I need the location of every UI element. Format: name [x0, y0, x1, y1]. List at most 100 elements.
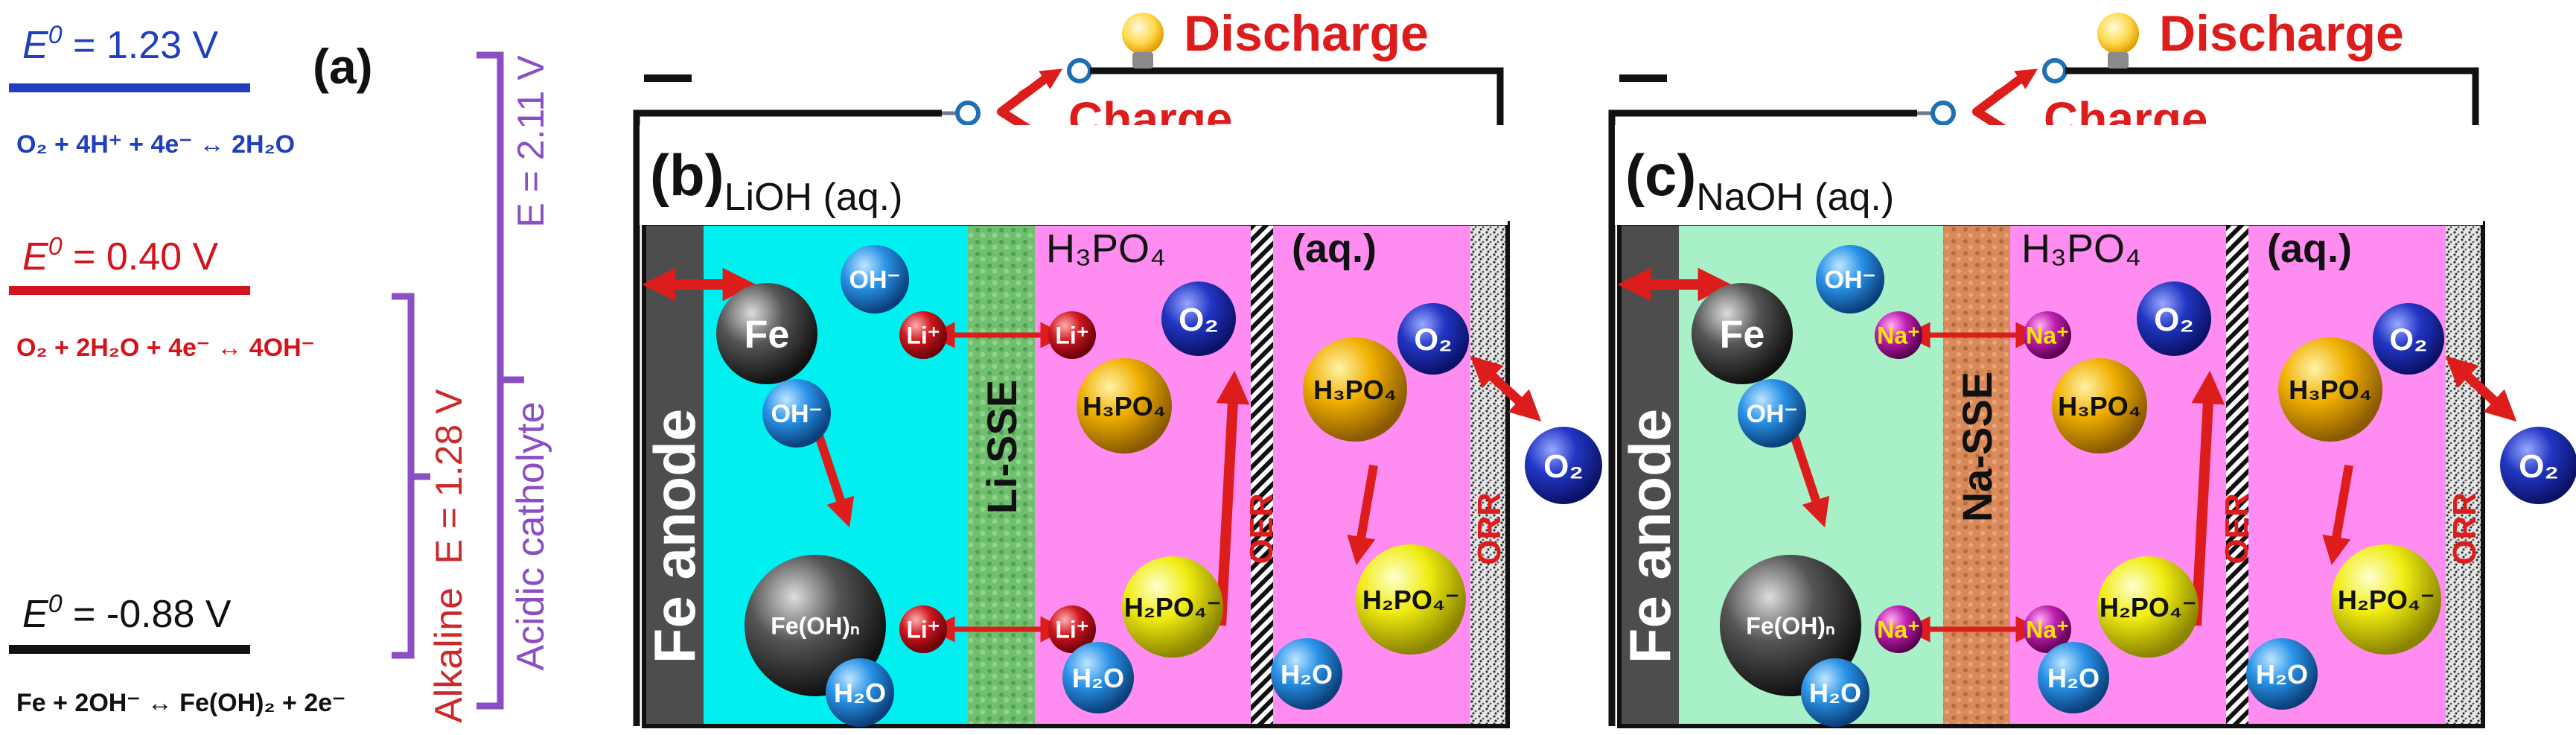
bracket-acidic-voltage: E = 2.11 V [510, 55, 552, 228]
fe-atom: Fe [716, 283, 817, 384]
o2-right-in: O₂ [1397, 303, 1469, 375]
anolyte-label: LiOH (aq.) [724, 176, 903, 219]
cation-right-bottom-sphere [2024, 605, 2071, 653]
anode-label: Fe anode [1617, 409, 1683, 664]
h2po4-right-sphere [2331, 544, 2441, 655]
o2-left: O₂ [2137, 281, 2211, 356]
header-band [1615, 125, 2483, 225]
h2o-anolyte: H₂O [826, 658, 894, 727]
o2-outside-sphere [2500, 427, 2576, 504]
h2o-anolyte-text: H₂O [834, 678, 886, 708]
h3po4-left-sphere [1077, 358, 1172, 454]
h3po4-right-sphere [1303, 337, 1407, 442]
cation-right-bottom: Li⁺ [1048, 605, 1096, 653]
h2po4-left-sphere [1122, 556, 1223, 658]
discharge-label: Discharge [2159, 5, 2404, 62]
catholyte-label-right: (aq.) [1292, 226, 1377, 271]
lightbulb-icon [2097, 13, 2139, 69]
h2o-right-text: H₂O [2256, 659, 2308, 690]
level-neg-0-88-label: E0 = -0.88 V [22, 590, 232, 636]
oh-ion-mid-sphere [1738, 379, 1806, 448]
panel-header: (c)NaOH (aq.) [1625, 142, 1894, 219]
level-1-23-label: E0 = 1.23 V [22, 21, 219, 67]
feoh-cluster-text: Fe(OH)ₙ [1746, 613, 1834, 640]
h2po4-left-text: H₂PO₄⁻ [2100, 592, 2196, 623]
panel-a-label: (a) [313, 39, 373, 94]
discharge-terminal [1067, 58, 1092, 83]
cation-left-top: Na⁺ [1875, 311, 1922, 359]
cation-right-top: Li⁺ [1048, 311, 1096, 359]
o2-outside-text: O₂ [1543, 448, 1584, 485]
h2o-left-sphere [2038, 642, 2109, 713]
o2-outside-text: O₂ [2519, 448, 2559, 485]
level-neg-0-88-reaction: Fe + 2OH⁻ ↔ Fe(OH)₂ + 2e⁻ [16, 689, 345, 717]
cation-left-top-sphere [899, 311, 947, 359]
cation-left-top-sphere [1875, 311, 1922, 359]
h2o-left: H₂O [2038, 642, 2109, 713]
fe-atom-sphere [1692, 283, 1793, 384]
bracket-acidic [476, 51, 504, 710]
h3po4-left: H₃PO₄ [2052, 358, 2147, 454]
feoh-cluster-text: Fe(OH)ₙ [771, 613, 859, 640]
cation-right-top-sphere [1048, 311, 1096, 359]
oh-ion-mid-text: OH⁻ [1747, 400, 1798, 428]
cation-left-top-text: Na⁺ [1877, 322, 1920, 349]
h2o-left-sphere [1062, 642, 1134, 713]
o2-left: O₂ [1161, 281, 1236, 356]
sse-membrane [968, 223, 1035, 726]
level-neg-0-88-line [9, 645, 250, 654]
discharge-terminal [2042, 58, 2068, 83]
h2po4-right: H₂PO₄⁻ [2331, 544, 2441, 655]
catholyte-label-left: H₃PO₄ [2021, 226, 2141, 271]
h2po4-left: H₂PO₄⁻ [2097, 556, 2199, 658]
h3po4-left-sphere [2052, 358, 2147, 454]
h3po4-right-text: H₃PO₄ [2289, 375, 2372, 405]
oer-up-arrow [1216, 370, 1250, 626]
catholyte-down-arrow [1347, 464, 1378, 565]
o2-right-in-text: O₂ [1414, 322, 1452, 357]
oer-label: OER [1243, 493, 1280, 564]
h2po4-right-text: H₂PO₄⁻ [1362, 585, 1459, 615]
h2o-left: H₂O [1062, 642, 1134, 713]
panel-header: (b)LiOH (aq.) [650, 142, 902, 219]
cation-left-top: Li⁺ [899, 311, 947, 359]
fe-atom-sphere [716, 283, 817, 384]
cation-right-top-text: Li⁺ [1055, 322, 1088, 349]
orr-label: ORR [2446, 492, 2483, 565]
anolyte-label: NaOH (aq.) [1696, 176, 1894, 219]
cation-left-bottom-sphere [1875, 605, 1922, 653]
o2-right-in-text: O₂ [2389, 322, 2427, 357]
catholyte-label-right: (aq.) [2267, 226, 2352, 271]
cation-right-top-text: Na⁺ [2026, 322, 2069, 349]
negative-terminal-sign [644, 74, 692, 82]
h2po4-left: H₂PO₄⁻ [1122, 556, 1223, 658]
bracket-alkaline [392, 293, 415, 659]
o2-left-text: O₂ [1179, 302, 1219, 338]
h2o-right-sphere [2246, 638, 2318, 710]
fe-atom: Fe [1692, 283, 1793, 384]
oh-ion-mid: OH⁻ [762, 379, 831, 448]
h2o-left-text: H₂O [2047, 663, 2100, 693]
panel-label: (c) [1625, 142, 1696, 208]
orr-electrode [2446, 223, 2483, 726]
discharge-label: Discharge [1184, 5, 1429, 62]
negative-terminal-sign [1619, 74, 1667, 82]
cation-right-bottom-sphere [1048, 605, 1096, 653]
oh-ion-top: OH⁻ [841, 245, 909, 314]
membrane-label: Na-SSE [1954, 372, 2000, 522]
o2-left-sphere [1161, 281, 1236, 356]
h2po4-right: H₂PO₄⁻ [1356, 544, 1466, 655]
switch-arrow-up [1993, 69, 2038, 98]
h3po4-left-text: H₃PO₄ [2058, 391, 2141, 421]
o2-right-in-sphere [1397, 303, 1469, 375]
o2-right-in-sphere [2373, 303, 2444, 375]
h3po4-right: H₃PO₄ [1303, 337, 1407, 442]
orr-out-arrow [1470, 355, 1542, 422]
panel-label: (b) [650, 142, 724, 208]
orr-out-arrow [2445, 355, 2517, 422]
level-0-40-line [9, 286, 250, 295]
oh-ion-mid-text: OH⁻ [771, 400, 823, 428]
orr-electrode [1470, 223, 1508, 726]
cation-left-top-text: Li⁺ [906, 322, 940, 349]
h2o-anolyte: H₂O [1801, 658, 1869, 727]
